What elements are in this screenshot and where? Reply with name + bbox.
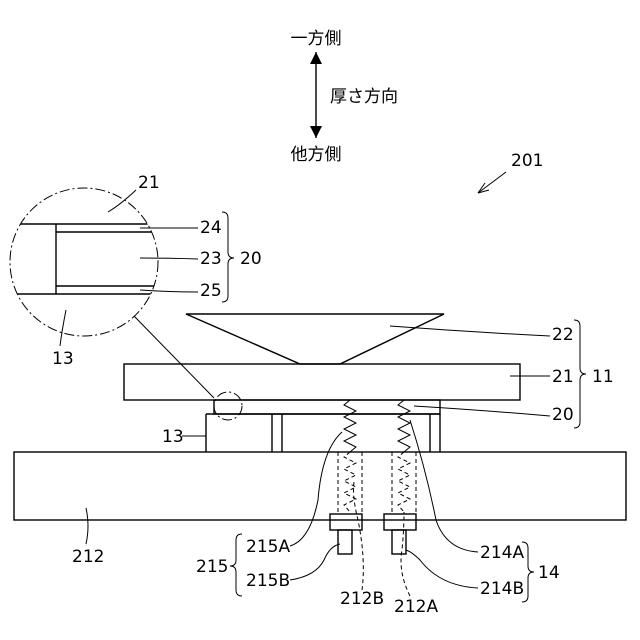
label-215A: 215A bbox=[246, 537, 290, 557]
label-other-side: 他方側 bbox=[291, 145, 342, 165]
arrow-up-head bbox=[310, 52, 322, 64]
spring-right-hidden bbox=[398, 452, 410, 512]
label-201: 201 bbox=[511, 151, 543, 171]
screw-right-head bbox=[384, 514, 416, 530]
brace-215 bbox=[230, 534, 242, 596]
label-214B: 214B bbox=[480, 579, 524, 599]
leader-215A bbox=[290, 432, 342, 546]
label-11: 11 bbox=[592, 367, 614, 387]
spring-left bbox=[344, 400, 356, 452]
label-23: 23 bbox=[200, 249, 222, 269]
arrow-201 bbox=[478, 172, 506, 193]
group-215: 215A 215B 215 bbox=[196, 432, 342, 596]
label-215: 215 bbox=[196, 557, 228, 577]
group-14: 214A 214B 14 bbox=[406, 420, 560, 602]
plate-21: 21 bbox=[124, 364, 574, 400]
label-212A: 212A bbox=[394, 597, 438, 617]
leader-215B bbox=[290, 544, 340, 580]
label-20-detail: 20 bbox=[240, 249, 262, 269]
screw-left-shank bbox=[338, 530, 352, 554]
leader-21-detail bbox=[108, 190, 136, 212]
cone-22: 22 bbox=[186, 314, 574, 364]
label-20: 20 bbox=[552, 405, 574, 425]
label-14: 14 bbox=[538, 563, 560, 583]
brace-20-detail bbox=[222, 212, 234, 302]
frame-13: 20 13 bbox=[162, 400, 574, 452]
label-24: 24 bbox=[200, 218, 222, 238]
layer-20-shape bbox=[214, 400, 440, 414]
label-25: 25 bbox=[200, 281, 222, 301]
leader-212 bbox=[86, 508, 88, 544]
label-13-detail: 13 bbox=[52, 349, 74, 369]
direction-indicator: 一方側 厚さ方向 他方側 bbox=[291, 29, 399, 165]
detail-circle-outline bbox=[10, 188, 158, 336]
ref-201: 201 bbox=[478, 151, 543, 193]
spring-right bbox=[398, 400, 410, 452]
screw-right-shank bbox=[392, 530, 406, 554]
detail-marker-circle bbox=[214, 392, 242, 420]
label-212: 212 bbox=[72, 547, 104, 567]
leader-23 bbox=[140, 258, 198, 259]
label-214A: 214A bbox=[480, 543, 524, 563]
label-13: 13 bbox=[162, 427, 184, 447]
arrow-201-head bbox=[478, 183, 489, 193]
arrow-down-head bbox=[310, 126, 322, 138]
brace-11 bbox=[574, 320, 586, 428]
label-thickness-direction: 厚さ方向 bbox=[330, 87, 398, 107]
label-one-side: 一方側 bbox=[291, 29, 342, 49]
label-212B: 212B bbox=[340, 589, 384, 609]
springs bbox=[338, 400, 416, 514]
detail-connector bbox=[134, 316, 214, 398]
cone-22-shape bbox=[186, 314, 444, 364]
leader-214B bbox=[406, 550, 478, 588]
label-215B: 215B bbox=[246, 571, 290, 591]
leader-22 bbox=[390, 326, 550, 336]
label-22: 22 bbox=[552, 325, 574, 345]
leader-13-detail bbox=[60, 310, 66, 346]
base-212: 212 bbox=[14, 452, 626, 567]
leader-25 bbox=[140, 290, 198, 292]
plate-21-shape bbox=[124, 364, 520, 400]
leader-214A bbox=[410, 420, 478, 552]
label-21-detail: 21 bbox=[138, 173, 160, 193]
label-21: 21 bbox=[552, 367, 574, 387]
